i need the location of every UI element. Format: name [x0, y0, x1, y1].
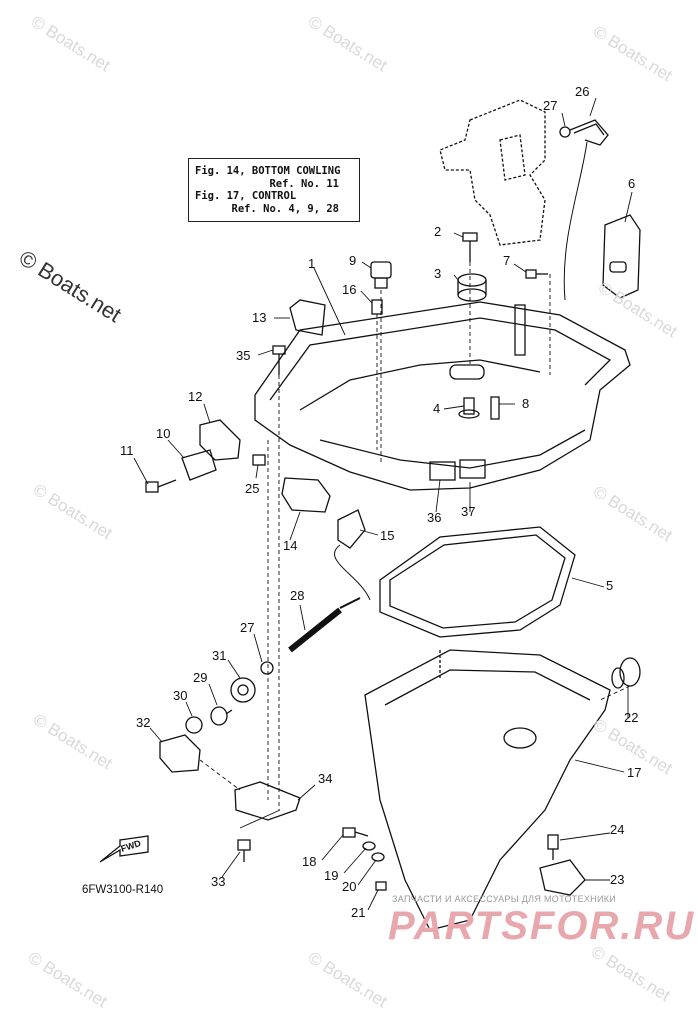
parts-logo: PARTSFOR.RU [388, 904, 696, 948]
bottom-cowling [254, 301, 631, 491]
callout: 25 [245, 481, 259, 496]
callout: 36 [427, 510, 441, 525]
callout: 19 [324, 868, 338, 883]
callout: 35 [236, 348, 250, 363]
callout: 32 [136, 715, 150, 730]
plate-6 [602, 214, 641, 299]
nut-21 [375, 881, 387, 891]
washer-20 [371, 852, 385, 862]
callout: 16 [342, 282, 356, 297]
parts-tagline: ЗАПЧАСТИ И АКСЕССУАРЫ ДЛЯ МОТОТЕХНИКИ [392, 894, 617, 904]
callout: 17 [627, 765, 641, 780]
callout: 4 [433, 401, 440, 416]
connector-15 [333, 509, 371, 601]
clip-27-lower [260, 661, 274, 675]
reference-line: Fig. 14, BOTTOM COWLING [195, 165, 341, 177]
screw-33 [237, 839, 251, 862]
callout: 12 [188, 389, 202, 404]
callout: 27 [240, 620, 254, 635]
screw-7 [525, 269, 548, 279]
callout: 9 [349, 253, 356, 268]
lower-apron-17 [364, 649, 611, 931]
knob-31 [230, 677, 256, 703]
callout: 37 [461, 504, 475, 519]
callout: 14 [283, 538, 297, 553]
callout: 24 [610, 822, 624, 837]
clamp-23 [539, 859, 586, 896]
grommet-22 [611, 657, 641, 689]
callout: 23 [610, 872, 624, 887]
callout: 5 [606, 578, 613, 593]
spring-30 [185, 716, 203, 734]
clip-24 [547, 834, 559, 860]
plate-10 [181, 449, 217, 481]
callout: 22 [624, 710, 638, 725]
callout: 28 [290, 588, 304, 603]
leader-lines [133, 97, 633, 911]
diagram-code: 6FW3100-R140 [82, 884, 164, 896]
clip-16 [371, 299, 383, 315]
grommet-3 [457, 273, 487, 302]
bracket-34 [234, 781, 301, 821]
callout: 29 [193, 670, 207, 685]
holder-32 [159, 734, 201, 773]
plug-9 [370, 261, 392, 289]
callout: 27 [543, 98, 557, 113]
callout: 10 [156, 426, 170, 441]
callout: 13 [252, 310, 266, 325]
callout-labels: 1 2 3 4 5 6 7 8 9 10 11 12 13 14 15 16 1… [120, 84, 641, 920]
reference-box: Fig. 14, BOTTOM COWLING Ref. No. 11 Fig.… [188, 158, 360, 222]
callout: 3 [434, 266, 441, 281]
fwd-arrow-icon: FWD [99, 835, 149, 863]
callout: 15 [380, 528, 394, 543]
exploded-parts-diagram: FWD 1 2 3 4 5 6 7 8 9 10 11 12 13 14 15 … [99, 84, 641, 931]
callout: 30 [173, 688, 187, 703]
callout: 21 [351, 905, 365, 920]
switch-14 [281, 477, 331, 513]
screw-18 [342, 827, 369, 838]
callout: 26 [575, 84, 589, 99]
clip-27-top [559, 126, 571, 138]
callout: 11 [120, 443, 134, 458]
engine-block-outline [439, 99, 546, 246]
callout: 33 [211, 874, 225, 889]
screw-11 [145, 479, 177, 493]
callout: 8 [522, 396, 529, 411]
reference-line: Fig. 17, CONTROL [195, 190, 297, 202]
bracket-12 [199, 419, 241, 461]
assembly-lines [199, 262, 631, 810]
bolt-2 [462, 232, 478, 262]
callout: 31 [212, 648, 226, 663]
washer-29 [210, 706, 233, 726]
callout: 6 [628, 176, 635, 191]
callout: 2 [434, 224, 441, 239]
hose-26 [563, 119, 609, 301]
reference-line: Ref. No. 11 [269, 177, 339, 190]
callout: 20 [342, 879, 356, 894]
callout: 34 [318, 771, 332, 786]
holder-13 [289, 299, 326, 336]
callout: 7 [503, 253, 510, 268]
cable-28 [288, 597, 361, 653]
callout: 1 [308, 256, 315, 271]
reference-line: Ref. No. 4, 9, 28 [231, 202, 339, 215]
label-25 [252, 454, 266, 466]
washer-19 [362, 841, 376, 851]
rubber-seal-5 [379, 526, 576, 638]
nipple-8 [490, 396, 500, 420]
callout: 18 [302, 854, 316, 869]
